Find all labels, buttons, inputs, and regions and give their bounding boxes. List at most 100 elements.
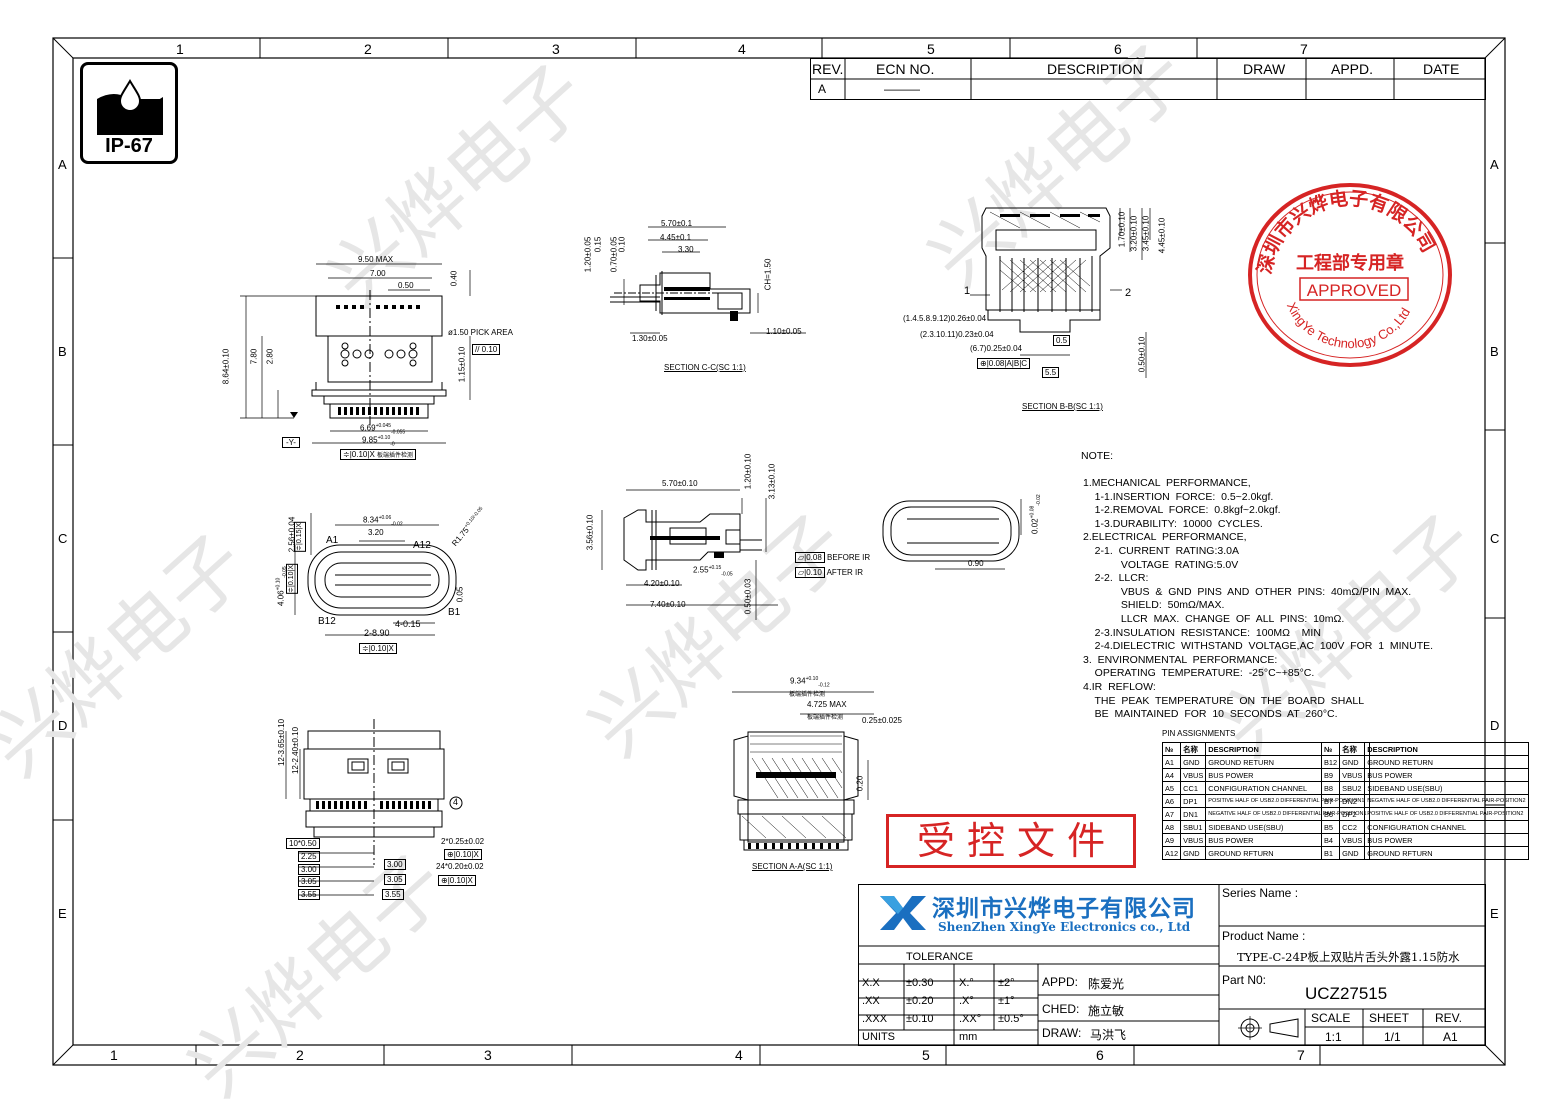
dim-pick-area: ø1.50 PICK AREA bbox=[448, 328, 513, 337]
dim-bv-365: 12-3.65±0.10 bbox=[277, 718, 287, 767]
dim-115: 1.15±0.10 bbox=[457, 346, 467, 383]
company-logo-icon bbox=[880, 896, 926, 930]
bottom-view-drawing bbox=[285, 719, 463, 896]
label-a12: A12 bbox=[413, 540, 431, 551]
section-aa-caption: SECTION A-A(SC 1:1) bbox=[752, 862, 833, 871]
dim-tv-090: 0.90 bbox=[968, 559, 984, 568]
section-cc-caption: SECTION C-C(SC 1:1) bbox=[664, 363, 746, 372]
dim-cc-110: 1.10±0.05 bbox=[766, 327, 802, 336]
front-view-drawing bbox=[294, 513, 457, 636]
flatness-frame-fv: ≑|0.15|X bbox=[294, 522, 306, 552]
dim-fv-834-tol-upper: +0.06 bbox=[378, 515, 392, 521]
label-b1: B1 bbox=[448, 607, 461, 618]
rev-row-ecn: ——— bbox=[884, 82, 920, 96]
dim-bv-300-left: 3.00 bbox=[298, 864, 320, 875]
note-line: 1-1.INSERTION FORCE: 0.5~2.0kgf. bbox=[1083, 490, 1274, 503]
pin-name: SBU2 bbox=[1339, 781, 1366, 795]
dim-bb-320: 3.20±0.10 bbox=[1129, 215, 1139, 252]
row-label-right-b: B bbox=[1490, 344, 1499, 359]
section-bb-caption: SECTION B-B(SC 1:1) bbox=[1022, 402, 1103, 411]
draw-value: 马洪飞 bbox=[1090, 1028, 1127, 1042]
row-label-right-c: C bbox=[1490, 531, 1500, 546]
pin-description: GROUND RETURN bbox=[1364, 755, 1529, 769]
dim-sv-050: 0.50±0.03 bbox=[743, 578, 753, 615]
pin-name: VBUS bbox=[1339, 768, 1366, 782]
ched-value: 施立敏 bbox=[1088, 1004, 1125, 1018]
dim-fv-2-890: 2-8.90 bbox=[364, 628, 390, 638]
dim-fv-406-tol-upper: +0.10 bbox=[275, 577, 282, 591]
water-drop-icon bbox=[97, 79, 163, 135]
tol-xxdeg-value: ±0.5° bbox=[998, 1013, 1024, 1025]
series-name-label: Series Name : bbox=[1222, 886, 1299, 900]
pin-number: A1 bbox=[1161, 755, 1182, 769]
dim-fv-005: 0.05 bbox=[455, 586, 465, 603]
dim-bb-345: 3.45±0.10 bbox=[1141, 215, 1151, 252]
dim-864: 8.64±0.10 bbox=[221, 348, 231, 385]
rev-header-appd: APPD. bbox=[1331, 61, 1374, 77]
dim-985-tol-upper: +0.10 bbox=[377, 435, 391, 441]
dim-985-tol-lower: -0 bbox=[390, 441, 395, 448]
sheet-label: SHEET bbox=[1369, 1011, 1410, 1025]
dim-bv-355-right: 3.55 bbox=[382, 889, 404, 900]
note-line: VOLTAGE RATING:5.0V bbox=[1083, 558, 1239, 571]
sheet-value: 1/1 bbox=[1384, 1030, 1401, 1044]
note-line: 1.MECHANICAL PERFORMANCE, bbox=[1083, 477, 1251, 489]
side-view-drawing bbox=[601, 489, 778, 620]
pin-number: A8 bbox=[1161, 820, 1182, 834]
symmetry-frame-topview: ≑|0.10|X 板端插件检测 bbox=[340, 449, 417, 460]
dim-bb-445: 4.45±0.10 bbox=[1157, 217, 1167, 254]
symmetry-frame-fv-side: ≑|0.10|X bbox=[286, 564, 298, 594]
tol-xdeg1-value: ±1° bbox=[998, 995, 1015, 1007]
note-line: 3. ENVIRONMENTAL PERFORMANCE: bbox=[1083, 653, 1278, 666]
note-line: 2-1. CURRENT RATING:3.0A bbox=[1083, 544, 1239, 557]
dim-sv-255: 2.55+0.15-0.05 bbox=[693, 565, 733, 578]
rev-header-draw: DRAW bbox=[1243, 61, 1286, 77]
dim-aa-020: 0.20 bbox=[855, 775, 865, 792]
position-tolerance-frame: ⊕|0.08|A|B|C bbox=[977, 358, 1031, 369]
flatness-after-ir: ▱|0.10 AFTER IR bbox=[795, 567, 863, 578]
revision-table-grid bbox=[810, 58, 1486, 100]
part-no-label: Part N0: bbox=[1222, 973, 1267, 987]
product-name-label: Product Name : bbox=[1222, 929, 1306, 943]
note-line: 4.IR REFLOW: bbox=[1083, 680, 1156, 693]
pin-name: VBUS bbox=[1180, 833, 1207, 847]
company-name-en: ShenZhen XingYe Electronics co., Ltd bbox=[938, 920, 1191, 934]
rev-header-description: DESCRIPTION bbox=[1047, 61, 1143, 77]
parallel-tolerance-frame: // 0.10 bbox=[472, 344, 501, 355]
pin-name: VBUS bbox=[1339, 833, 1366, 847]
dim-669-tol-upper: +0.045 bbox=[375, 423, 392, 429]
tol-xdeg-value: ±2° bbox=[998, 977, 1015, 989]
note-line: 1-3.DURABILITY: 10000 CYCLES. bbox=[1083, 517, 1263, 530]
section-cc-drawing bbox=[610, 226, 806, 334]
dim-aa-934-tol-upper: +0.10 bbox=[805, 676, 819, 682]
section-bb-drawing bbox=[970, 207, 1151, 378]
appd-value: 陈爱光 bbox=[1088, 977, 1125, 991]
controlled-document-label: 受 控 文 件 bbox=[886, 814, 1136, 868]
col-label-top-5: 5 bbox=[927, 41, 935, 57]
dim-aa-934-tol-lower: -0.12 bbox=[818, 682, 830, 689]
pin-description: BUS POWER bbox=[1364, 768, 1529, 782]
scale-value: 1:1 bbox=[1325, 1030, 1342, 1044]
notes-title: NOTE: bbox=[1081, 450, 1114, 462]
dim-cc-330: 3.30 bbox=[678, 245, 694, 254]
controlled-document-text: 受 控 文 件 bbox=[916, 819, 1106, 863]
pin-name: VBUS bbox=[1180, 768, 1207, 782]
col-label-bottom-1: 1 bbox=[110, 1047, 118, 1063]
row-label-right-a: A bbox=[1490, 157, 1499, 172]
dim-bv-305-left: 3.05 bbox=[298, 876, 320, 887]
product-name-value: TYPE-C-24P板上双贴片舌头外露1.15防水 bbox=[1237, 950, 1460, 964]
dim-bv-300-right: 3.00 bbox=[384, 859, 406, 870]
tolerance-title: TOLERANCE bbox=[906, 951, 974, 963]
pin-name: DN1 bbox=[1180, 807, 1207, 821]
dim-fv-834: 8.34+0.06-0.02 bbox=[363, 515, 403, 528]
dim-bv-24x020: 24*0.20±0.02 bbox=[436, 862, 484, 871]
col-label-bottom-7: 7 bbox=[1297, 1047, 1305, 1063]
pin-description: NEGATIVE HALF OF USB2.0 DIFFERENTIAL PAI… bbox=[1364, 794, 1529, 808]
tol-xx-label: X.X bbox=[862, 977, 880, 989]
pin-description: POSITIVE HALF OF USB2.0 DIFFERENTIAL PAI… bbox=[1364, 807, 1529, 821]
